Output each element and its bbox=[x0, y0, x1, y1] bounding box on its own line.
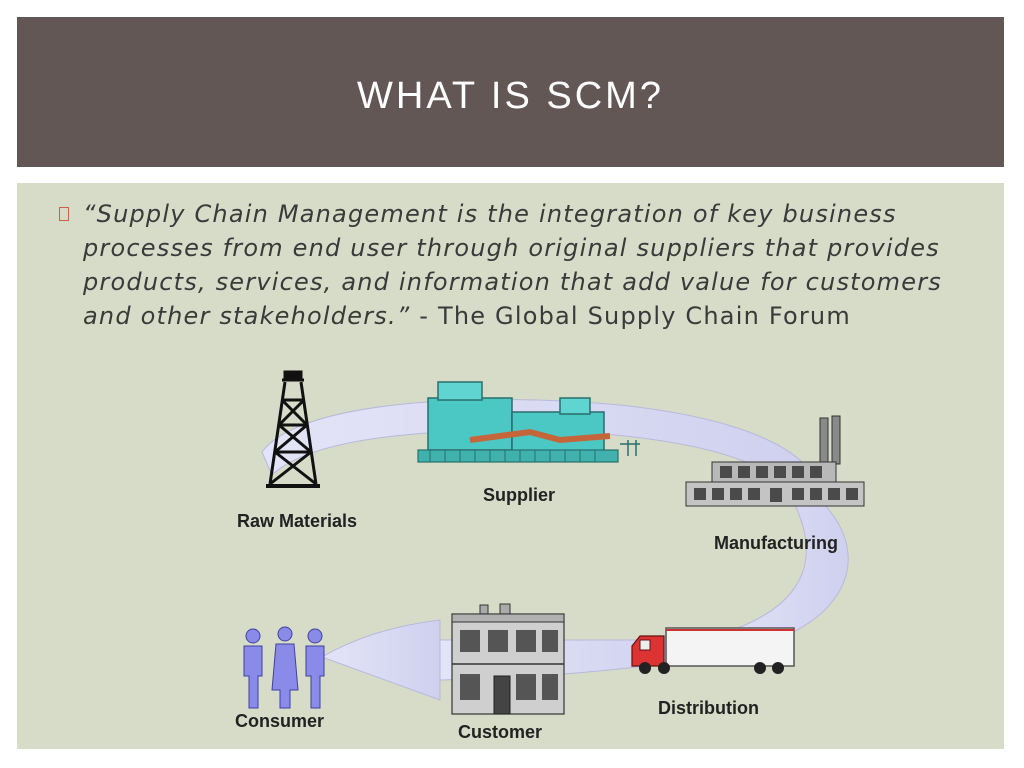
label-customer: Customer bbox=[458, 722, 542, 742]
quote-separator: - bbox=[410, 302, 438, 330]
label-supplier: Supplier bbox=[483, 485, 555, 505]
store-building-icon bbox=[451, 603, 565, 715]
label-raw-materials: Raw Materials bbox=[237, 511, 357, 531]
consumer-people-icon bbox=[243, 626, 325, 709]
quote-attribution: The Global Supply Chain Forum bbox=[437, 302, 851, 330]
title-bar: WHAT IS SCM? bbox=[17, 17, 1004, 167]
definition-quote: “Supply Chain Management is the integrat… bbox=[83, 197, 983, 333]
bullet-icon bbox=[59, 207, 69, 221]
oil-derrick-icon bbox=[266, 370, 320, 488]
slide-title: WHAT IS SCM? bbox=[357, 74, 664, 117]
label-consumer: Consumer bbox=[235, 711, 324, 731]
factory-icon bbox=[685, 415, 865, 507]
truck-icon bbox=[631, 627, 795, 674]
supplier-plant-icon bbox=[417, 381, 640, 463]
content-panel: “Supply Chain Management is the integrat… bbox=[17, 183, 1004, 749]
label-distribution: Distribution bbox=[658, 698, 759, 718]
flow-arrow-head bbox=[320, 619, 441, 701]
label-manufacturing: Manufacturing bbox=[714, 533, 838, 553]
quote-body: “Supply Chain Management is the integrat… bbox=[83, 200, 942, 330]
